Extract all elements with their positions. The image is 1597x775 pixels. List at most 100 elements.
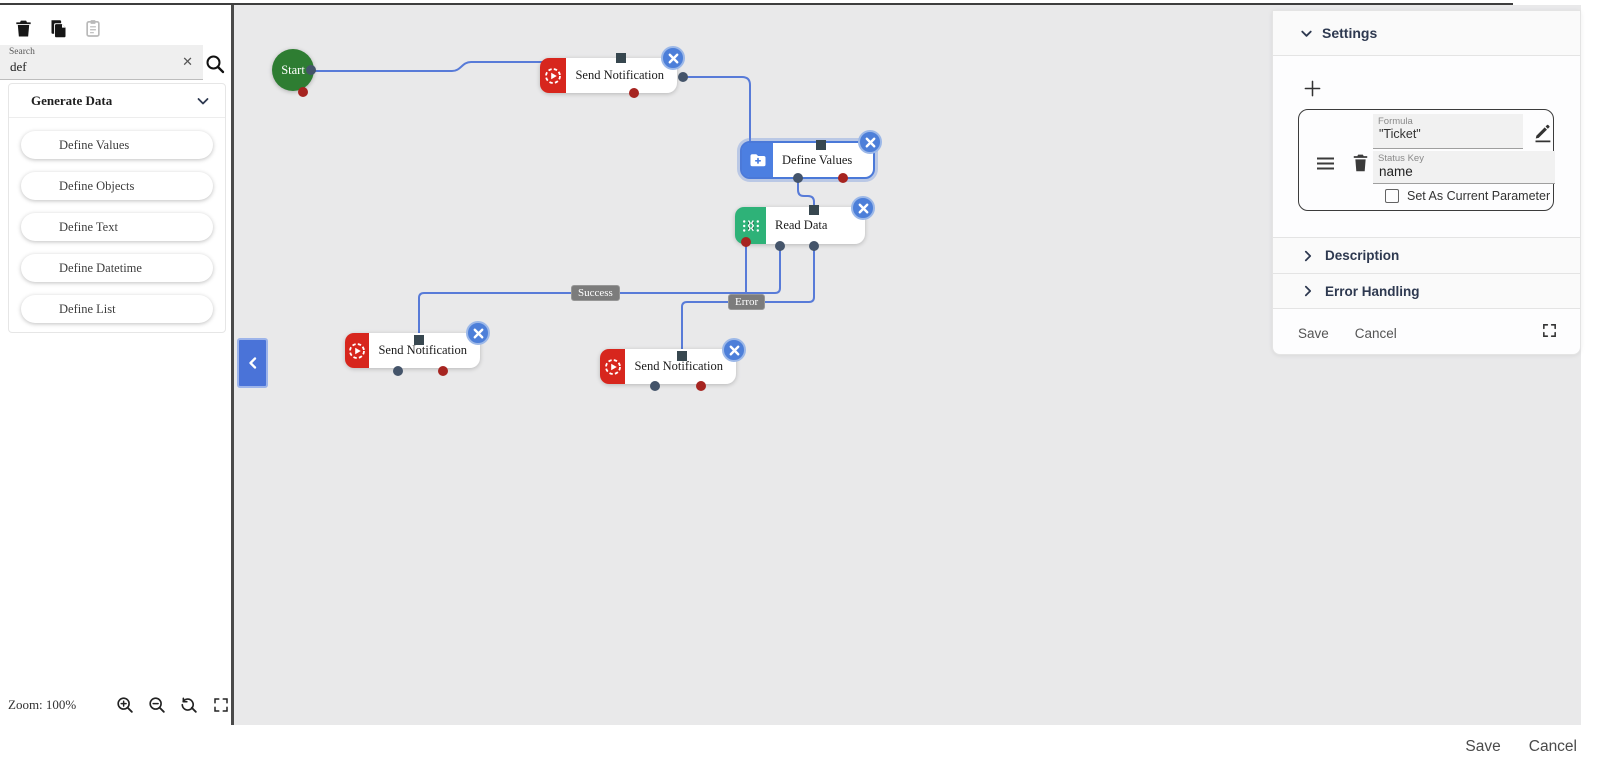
read-data-success-handle[interactable] — [775, 241, 785, 251]
node-label: Send Notification — [378, 343, 467, 357]
send1-output-handle[interactable] — [678, 72, 688, 82]
palette-item-define-text[interactable]: Define Text — [21, 213, 213, 241]
chevron-down-icon — [197, 97, 209, 104]
panel-cancel-button[interactable]: Cancel — [1354, 325, 1397, 341]
edge-define-values-to-read-data — [797, 176, 815, 207]
node-label: Send Notification — [575, 68, 664, 82]
palette-item-define-list[interactable]: Define List — [21, 295, 213, 323]
cancel-button[interactable]: Cancel — [1528, 738, 1577, 755]
panel-save-button[interactable]: Save — [1298, 325, 1329, 341]
edge-label-error: Error — [728, 294, 766, 310]
node-label: Define Values — [782, 152, 853, 167]
send1-close-icon[interactable] — [661, 46, 685, 70]
node-send-notification-1[interactable]: Send Notification — [540, 58, 677, 93]
search-input[interactable] — [10, 58, 160, 76]
send2-error-handle[interactable] — [438, 366, 448, 376]
palette-item-define-values[interactable]: Define Values — [21, 131, 213, 159]
send2-top-handle[interactable] — [414, 335, 424, 345]
section-title: Error Handling — [1325, 283, 1420, 299]
search-icon[interactable] — [204, 53, 226, 80]
window-top-border — [0, 3, 1513, 5]
node-palette-accordion: Generate Data Define Values Define Objec… — [8, 83, 226, 333]
description-section-header[interactable]: Description — [1273, 237, 1580, 273]
panel-fullscreen-icon[interactable] — [1541, 322, 1558, 344]
accordion-title: Generate Data — [31, 92, 113, 108]
set-current-parameter-checkbox[interactable] — [1385, 189, 1399, 203]
formula-field: Formula — [1373, 114, 1523, 149]
zoom-out-icon[interactable] — [146, 694, 168, 716]
save-button[interactable]: Save — [1465, 738, 1501, 755]
edge-send1-to-define-values — [682, 76, 751, 143]
parameter-card: Formula Status Key Set As Current Parame… — [1298, 109, 1555, 211]
read-data-close-icon[interactable] — [851, 196, 875, 220]
folder-plus-icon — [742, 143, 773, 177]
fit-view-icon[interactable] — [210, 694, 232, 716]
node-read-data[interactable]: Read Data — [735, 207, 865, 244]
palette-sidebar: Search ✕ Generate Data Define Values Def… — [0, 5, 231, 725]
read-data-error-handle[interactable] — [741, 237, 751, 247]
send3-top-handle[interactable] — [677, 351, 687, 361]
palette-item-define-objects[interactable]: Define Objects — [21, 172, 213, 200]
add-parameter-icon[interactable] — [1303, 79, 1323, 99]
status-key-label: Status Key — [1378, 153, 1424, 164]
edge-label-success: Success — [571, 285, 620, 301]
clear-search-icon[interactable]: ✕ — [182, 54, 193, 69]
zoom-reset-icon[interactable] — [178, 694, 200, 716]
node-define-values[interactable]: Define Values — [740, 141, 875, 179]
send-notification-icon — [600, 349, 626, 384]
read-data-top-handle[interactable] — [809, 205, 819, 215]
error-handling-section-header[interactable]: Error Handling — [1273, 273, 1580, 309]
chevron-right-icon — [1304, 285, 1312, 297]
define-values-top-handle[interactable] — [816, 140, 826, 150]
paste-icon — [82, 17, 104, 39]
define-values-output-handle[interactable] — [793, 173, 803, 183]
search-field: Search ✕ — [0, 45, 203, 80]
define-values-close-icon[interactable] — [858, 130, 882, 154]
send3-error-handle[interactable] — [696, 381, 706, 391]
edit-formula-icon[interactable] — [1532, 122, 1553, 150]
define-values-error-handle[interactable] — [838, 173, 848, 183]
page-footer: Save Cancel — [0, 725, 1597, 775]
set-current-parameter-row: Set As Current Parameter — [1385, 189, 1550, 203]
send3-output-handle[interactable] — [650, 381, 660, 391]
start-error-handle[interactable] — [298, 87, 308, 97]
send2-output-handle[interactable] — [393, 366, 403, 376]
copy-icon[interactable] — [47, 17, 69, 39]
formula-input[interactable] — [1379, 127, 1514, 141]
zoom-level-label: Zoom: 100% — [8, 697, 77, 712]
settings-panel: Settings Formula Status Key Set As Curre… — [1272, 10, 1581, 355]
read-data-output-handle[interactable] — [809, 241, 819, 251]
node-send-notification-3[interactable]: Send Notification — [600, 349, 736, 384]
drag-handle-icon[interactable] — [1315, 156, 1336, 176]
settings-title: Settings — [1322, 25, 1378, 41]
trash-icon[interactable] — [12, 17, 34, 39]
settings-section-header[interactable]: Settings — [1273, 11, 1580, 56]
sidebar-canvas-divider — [231, 5, 234, 725]
edge-start-to-send1 — [312, 61, 618, 72]
send-notification-icon — [345, 333, 370, 368]
send1-top-handle[interactable] — [616, 53, 626, 63]
collapse-sidebar-button[interactable] — [237, 338, 268, 388]
search-field-label: Search — [9, 47, 35, 57]
status-key-input[interactable] — [1379, 164, 1544, 179]
node-send-notification-2[interactable]: Send Notification — [345, 333, 480, 368]
chevron-down-icon — [1301, 30, 1312, 37]
palette-item-define-datetime[interactable]: Define Datetime — [21, 254, 213, 282]
send2-close-icon[interactable] — [466, 321, 490, 345]
zoom-controls: Zoom: 100% — [8, 694, 232, 716]
sidebar-toolbar — [12, 17, 104, 39]
zoom-in-icon[interactable] — [114, 694, 136, 716]
start-output-handle[interactable] — [306, 65, 316, 75]
delete-parameter-icon[interactable] — [1351, 152, 1370, 178]
accordion-header-generate-data[interactable]: Generate Data — [9, 84, 225, 118]
formula-label: Formula — [1378, 116, 1413, 127]
section-title: Description — [1325, 248, 1400, 263]
chevron-left-icon — [248, 357, 256, 369]
send-notification-icon — [540, 58, 567, 93]
panel-footer: Save Cancel — [1273, 310, 1580, 356]
send3-close-icon[interactable] — [722, 338, 746, 362]
status-key-field: Status Key — [1373, 151, 1555, 184]
send1-error-handle[interactable] — [629, 88, 639, 98]
chevron-right-icon — [1304, 250, 1312, 261]
